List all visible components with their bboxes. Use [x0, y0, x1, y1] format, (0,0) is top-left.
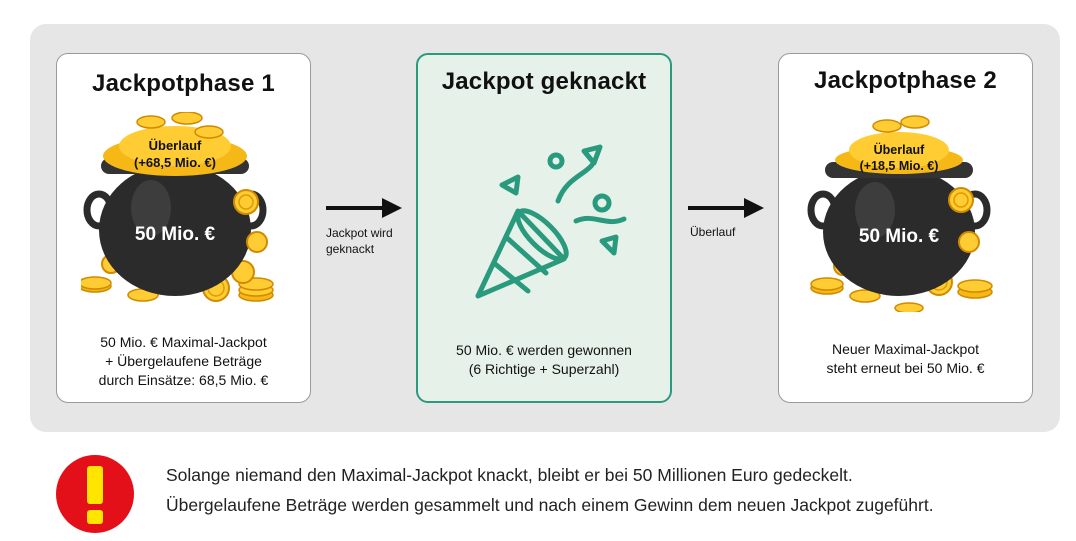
jackpot-cracked-title: Jackpot geknackt — [441, 68, 647, 95]
phase-2-description: Neuer Maximal-Jackpot steht erneut bei 5… — [826, 341, 985, 376]
arrow-overflow — [688, 196, 766, 225]
phase-2-card: Jackpotphase 2 50 Mio. € Überlauf — [778, 53, 1033, 403]
right-arrow-icon — [326, 198, 402, 218]
arrow-cracked — [326, 196, 404, 225]
pot-label: 50 Mio. € — [859, 226, 940, 247]
pot-of-gold-illustration: 50 Mio. € Überlauf (+18,5 Mio. €) — [807, 115, 993, 312]
overflow-label: Überlauf — [874, 142, 926, 157]
party-popper-icon — [475, 144, 627, 299]
phase-2-title: Jackpotphase 2 — [814, 67, 997, 94]
right-arrow-icon — [688, 198, 764, 218]
jackpot-cracked-card: Jackpot geknackt 50 Mio. € werden gewonn… — [416, 53, 672, 403]
cauldron: 50 Mio. € — [807, 162, 991, 296]
arrow-overflow-label: Überlauf — [690, 225, 736, 239]
coin-heap: Überlauf (+18,5 Mio. €) — [835, 115, 963, 174]
phase-1-card: Jackpotphase 1 50 Mio. € — [56, 53, 311, 403]
coin-heap: Überlauf (+68,5 Mio. €) — [103, 112, 247, 176]
side-coins — [948, 187, 980, 253]
overflow-value: (+68,5 Mio. €) — [134, 155, 216, 170]
jackpot-cracked-description: 50 Mio. € werden gewonnen (6 Richtige + … — [456, 342, 632, 377]
overflow-value: (+18,5 Mio. €) — [860, 159, 939, 173]
phase-1-description: 50 Mio. € Maximal-Jackpot + Übergelaufen… — [98, 334, 269, 388]
pot-of-gold-illustration: 50 Mio. € Überlauf (+68,5 Mio. €) — [81, 112, 274, 302]
pot-label: 50 Mio. € — [135, 224, 216, 245]
side-coins — [233, 189, 268, 253]
overflow-label: Überlauf — [149, 138, 202, 153]
exclamation-icon — [56, 455, 134, 533]
phase-1-title: Jackpotphase 1 — [92, 70, 275, 97]
note-text: Solange niemand den Maximal-Jackpot knac… — [166, 465, 934, 515]
arrow-cracked-label: Jackpot wird geknackt — [326, 226, 393, 256]
